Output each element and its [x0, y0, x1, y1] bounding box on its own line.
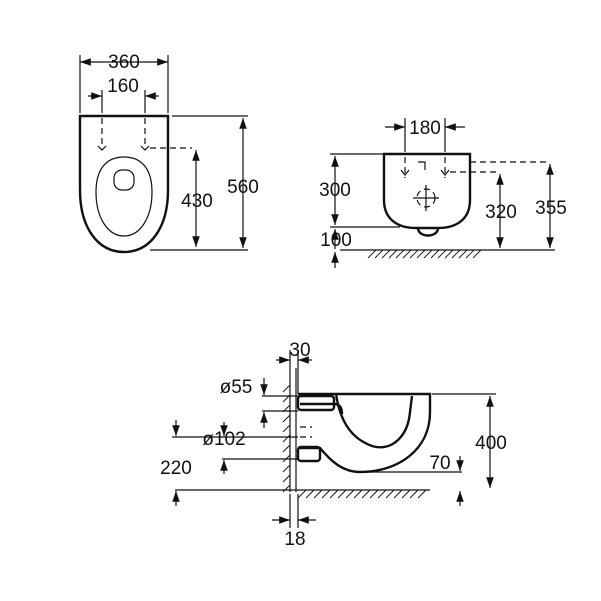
inlet-connector: [296, 394, 336, 412]
side-view: 30 ø55 ø102 220 400 70 18: [160, 340, 507, 550]
dim-430: 430: [181, 191, 213, 212]
outlet-connector: [296, 445, 322, 463]
dim-320: 320: [485, 202, 517, 223]
dim-100: 100: [320, 230, 352, 251]
dim-160: 160: [107, 76, 139, 97]
wall-hatch: [282, 384, 291, 493]
bowl-outline-top: [78, 114, 170, 254]
dim-70: 70: [429, 453, 450, 474]
dim-400: 400: [475, 433, 507, 454]
top-view: 360 160 430 560: [78, 52, 259, 254]
dim-220: 220: [160, 458, 192, 479]
dim-30: 30: [289, 340, 310, 361]
seat-opening: [95, 156, 153, 237]
dim-355: 355: [535, 198, 567, 219]
front-view: 180 300 100 320 355: [319, 118, 567, 268]
floor-hatch-front: [367, 249, 482, 259]
flush-outlet-top: [113, 169, 135, 191]
floor-hatch-side: [297, 489, 427, 499]
bowl-outline-front: [382, 152, 472, 230]
dim-d102: ø102: [202, 429, 245, 450]
dim-360: 360: [108, 52, 140, 73]
dim-d55: ø55: [220, 377, 253, 398]
dim-560: 560: [227, 177, 259, 198]
dim-180: 180: [409, 118, 441, 139]
dim-18: 18: [284, 529, 305, 550]
dim-300: 300: [319, 180, 351, 201]
